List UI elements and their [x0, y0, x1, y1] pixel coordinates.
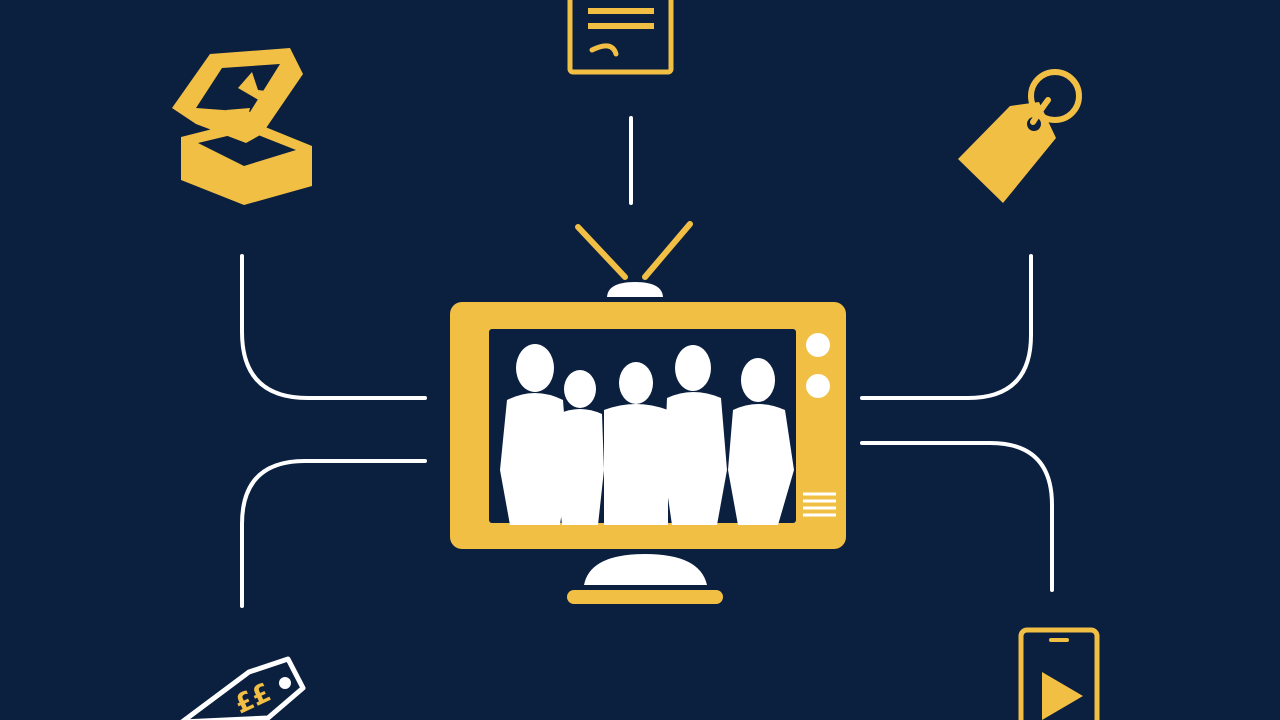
antenna-base [607, 282, 663, 297]
document-icon [567, 0, 674, 75]
price-tag-icon [958, 69, 1082, 203]
person-3 [604, 362, 668, 525]
play-icon [1042, 672, 1083, 720]
person-4 [664, 345, 727, 525]
antenna-right [642, 221, 693, 280]
connector-upper-right [860, 254, 1033, 400]
audience-icon [500, 344, 794, 525]
currency-price-tag-icon: ££ [180, 656, 306, 720]
connector-lower-right [860, 441, 1054, 592]
jewelry-box-icon [172, 48, 312, 205]
connector-lines [240, 116, 1054, 608]
smartphone-play-icon [1018, 627, 1100, 720]
person-1 [500, 344, 568, 525]
connector-upper-left [240, 254, 427, 400]
tv-knob-bottom [806, 374, 830, 398]
tv-stand [584, 554, 707, 585]
tv-speaker-grille [803, 492, 836, 517]
tv-stand-base [567, 590, 723, 604]
antenna-left [575, 224, 628, 280]
currency-tag-label: ££ [230, 678, 275, 720]
connector-lower-left [240, 459, 427, 608]
person-2 [556, 370, 604, 525]
person-5 [728, 358, 794, 525]
tv-knob-top [806, 333, 830, 357]
